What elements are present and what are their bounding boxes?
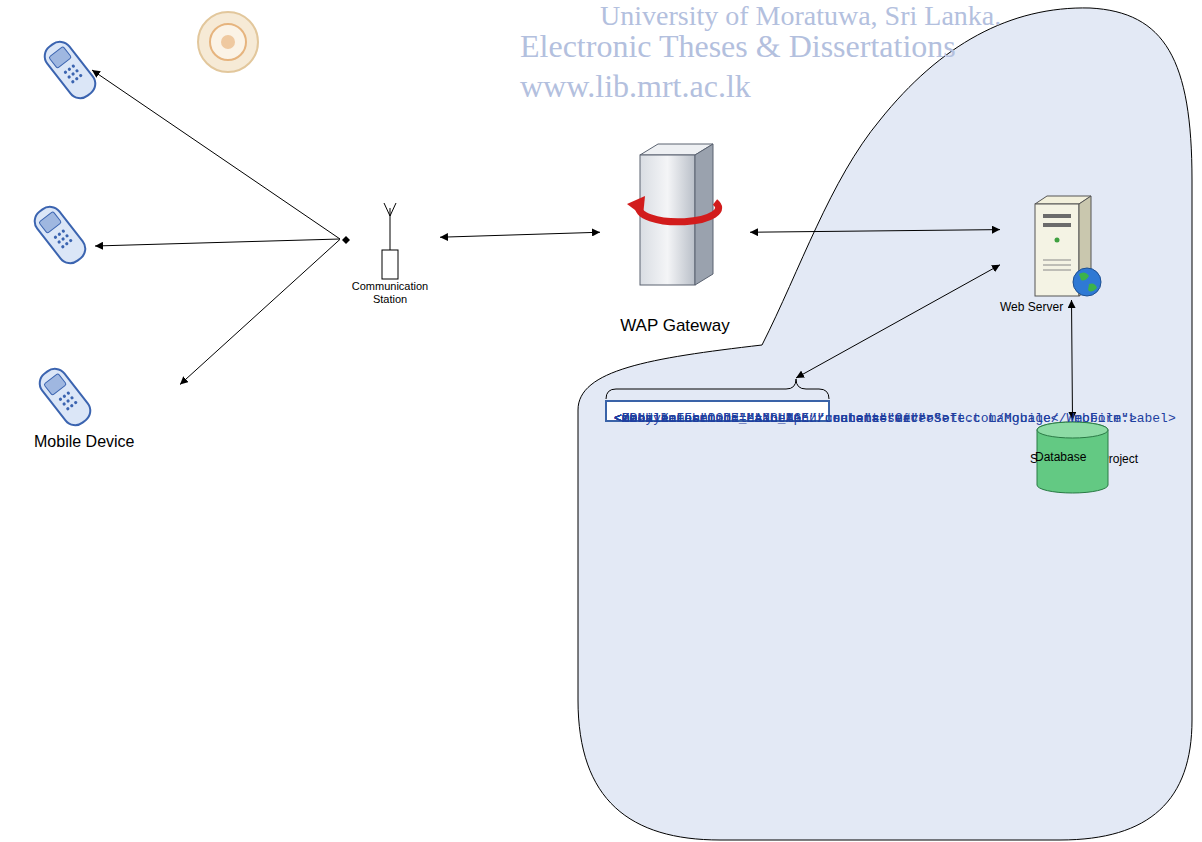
web-server: Web Server [1000, 190, 1130, 300]
communication-station: Communication Station [340, 200, 440, 306]
node-label: Database [1035, 420, 1086, 464]
node-icon [1035, 196, 1101, 296]
phone-icon [30, 202, 90, 268]
node-label: Communication Station [340, 280, 440, 306]
database-cylinder: Database [1035, 420, 1110, 495]
node-icon [1025, 190, 1105, 300]
node-label: Mobile Device [30, 432, 180, 452]
radio-link [92, 70, 340, 239]
watermark-text: www.lib.mrt.ac.lk [520, 70, 751, 102]
university-crest [198, 12, 258, 72]
watermark-text: Electronic Theses & Dissertations [520, 30, 956, 62]
code-panel: <meta name="CODE_LANGUAGE" content="C#">… [605, 400, 830, 422]
wap-gateway: WAP Gateway [600, 140, 750, 336]
curly-bracket [606, 379, 829, 399]
node-label: Web Server [1000, 300, 1063, 315]
project-scope-region: Scope of the ProjectWeb ServerDatabase<m… [560, 0, 1202, 842]
phone-icon [40, 37, 100, 103]
node-icon [340, 200, 440, 280]
curly-bracket [605, 378, 830, 400]
watermark-text: University of Moratuwa, Sri Lanka. [600, 2, 1001, 30]
node-icon [30, 362, 100, 432]
radio-link [95, 239, 340, 246]
connector-arrow [180, 239, 340, 384]
node-icon [342, 203, 398, 279]
extra-phones [30, 37, 340, 268]
region-outline [578, 8, 1192, 840]
node-icon [35, 364, 95, 430]
node-label: WAP Gateway [600, 315, 750, 336]
node-icon [627, 144, 719, 285]
mobile-device: Mobile Device [30, 362, 180, 452]
code-line: </body> [614, 410, 669, 427]
connector-arrow [440, 232, 600, 237]
node-icon [625, 140, 725, 290]
code-listing: <meta name="CODE_LANGUAGE" content="C#">… [605, 378, 830, 422]
